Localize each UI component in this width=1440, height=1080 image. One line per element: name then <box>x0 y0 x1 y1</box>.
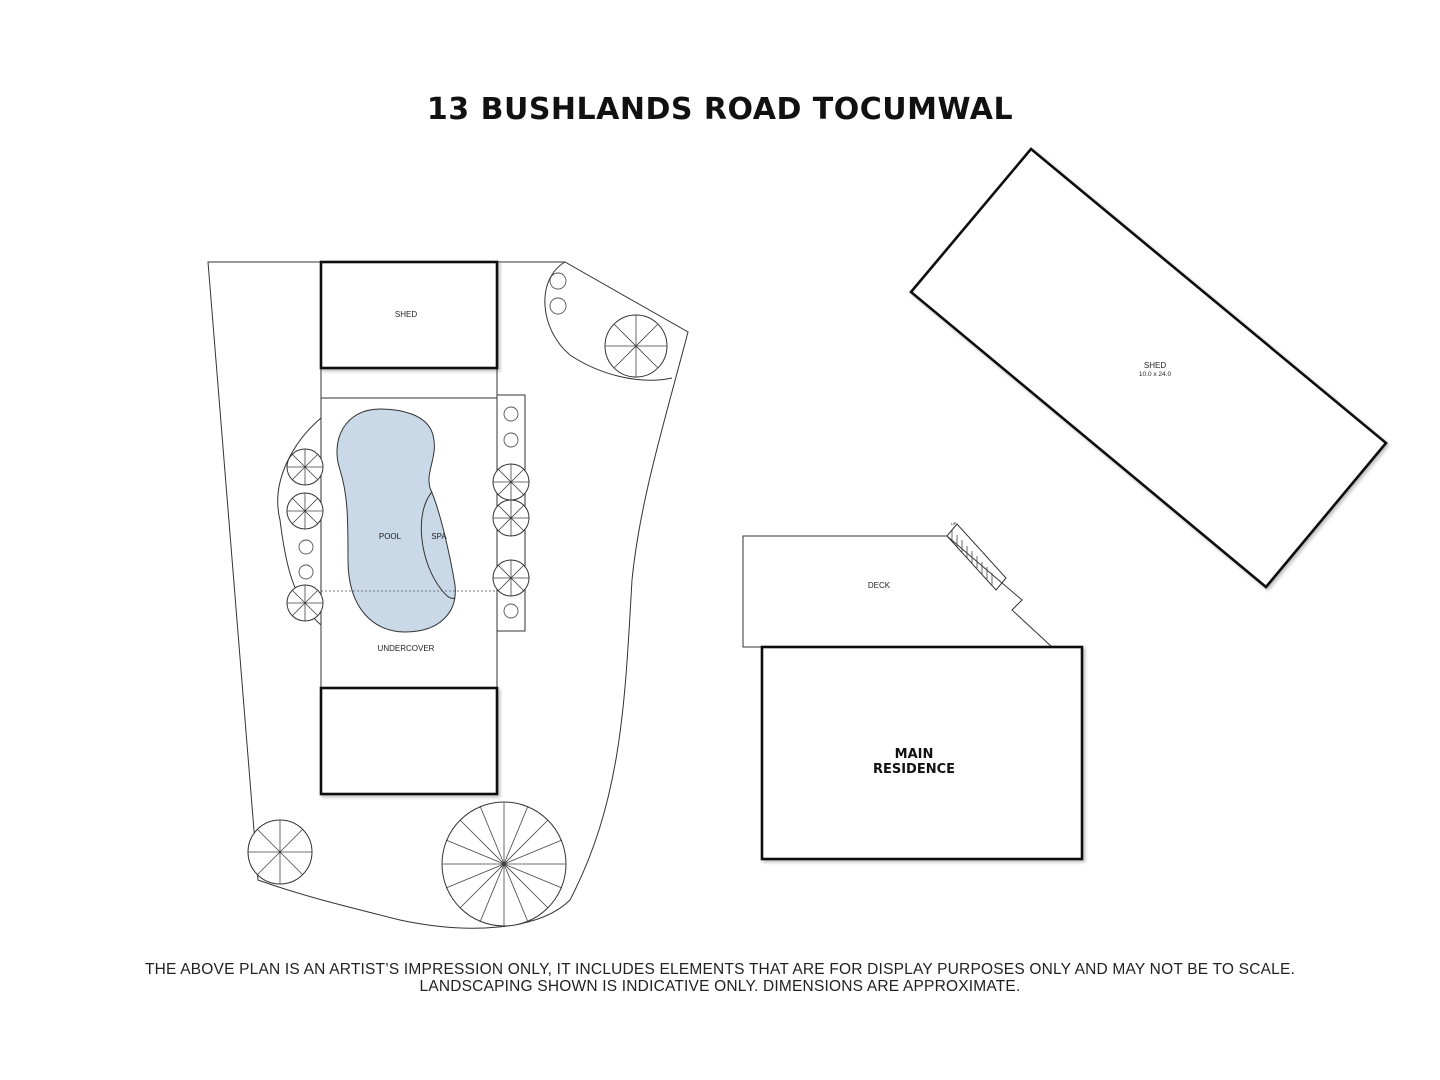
tree-icon <box>492 463 530 501</box>
outbuilding-lower <box>319 686 499 796</box>
stair-up-label: UP <box>951 521 957 526</box>
stair-icon <box>946 523 1007 591</box>
shrub-icon <box>298 564 314 580</box>
main-residence <box>760 645 1084 861</box>
property-boundary <box>207 261 689 929</box>
deck-label: DECK <box>868 581 891 590</box>
shed-large-label: SHED <box>1144 361 1166 370</box>
deck <box>742 535 1054 648</box>
tree-icon <box>286 584 324 622</box>
shrub-icon <box>549 297 567 315</box>
shed-large-dims: 10.0 x 24.0 <box>1139 371 1172 378</box>
pool <box>336 408 456 633</box>
shed-small-label: SHED <box>395 310 417 319</box>
tree-icon <box>286 448 324 486</box>
page-title: 13 BUSHLANDS ROAD TOCUMWAL <box>426 92 1014 127</box>
disclaimer-line-2: LANDSCAPING SHOWN IS INDICATIVE ONLY. DI… <box>419 978 1021 995</box>
garden-bed <box>544 261 673 381</box>
pool-label: POOL <box>379 532 402 541</box>
undercover-label: UNDERCOVER <box>378 644 435 653</box>
shrub-icon <box>503 406 519 422</box>
main-residence-label: MAIN <box>895 747 934 762</box>
spa <box>420 491 456 599</box>
tree-icon <box>441 801 567 927</box>
shrub-icon <box>503 603 519 619</box>
tree-icon <box>247 819 313 885</box>
shrub-icon <box>503 432 519 448</box>
tree-icon <box>604 314 668 378</box>
tree-icon <box>492 559 530 597</box>
shrub-icon <box>549 272 567 290</box>
shed-large <box>909 147 1388 589</box>
shed-small <box>319 260 499 370</box>
spa-label: SPA <box>431 532 447 541</box>
shrub-icon <box>298 539 314 555</box>
disclaimer-line-1: THE ABOVE PLAN IS AN ARTIST’S IMPRESSION… <box>144 961 1296 978</box>
main-residence-label-2: RESIDENCE <box>873 762 955 777</box>
tree-icon <box>286 492 324 530</box>
tree-icon <box>492 499 530 537</box>
